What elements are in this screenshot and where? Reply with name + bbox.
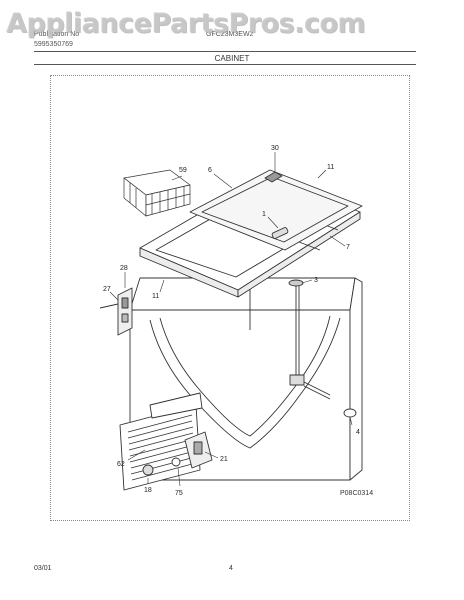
- figure-reference: P08C0314: [340, 490, 374, 497]
- callout-11-top: 11: [327, 164, 334, 171]
- callout-27: 27: [103, 286, 111, 293]
- compressor-grille: [119, 392, 203, 491]
- leader-lines: [109, 152, 353, 487]
- publication-number: 5995350769: [34, 41, 73, 48]
- header-rule-bottom: [34, 64, 416, 65]
- callout-18: 18: [144, 487, 152, 494]
- callout-62: 62: [117, 461, 125, 468]
- handle-part: [271, 227, 289, 239]
- watermark-logo: AppliancePartsPros.com: [6, 8, 366, 39]
- callout-3: 3: [314, 277, 318, 284]
- callout-7: 7: [346, 244, 350, 251]
- callout-labels: 30 6 11 59 1 7 3 11 27 28 4 62 18 75 21: [103, 145, 360, 497]
- thermostat-bracket: [99, 287, 133, 336]
- page-number: 4: [229, 565, 233, 572]
- footer-date: 03/01: [34, 565, 52, 572]
- model-number: GFC23M3EW2: [206, 31, 254, 38]
- publication-label: Publication No: [34, 31, 80, 38]
- cord-box: [184, 431, 213, 469]
- callout-28: 28: [120, 265, 128, 272]
- callout-59: 59: [179, 167, 187, 174]
- drain-assembly: [288, 279, 357, 418]
- callout-30: 30: [271, 145, 279, 152]
- diagram-frame: [50, 75, 410, 521]
- callout-75: 75: [175, 490, 183, 497]
- basket-part: [123, 169, 191, 217]
- plug-part: [171, 457, 181, 467]
- callout-21: 21: [220, 456, 228, 463]
- grommet-part: [142, 464, 154, 476]
- callout-1: 1: [262, 211, 266, 218]
- lid-gasket: [189, 169, 363, 251]
- header-rule-top: [34, 51, 416, 52]
- callout-6: 6: [208, 167, 212, 174]
- publication-info: Publication No 5995350769: [34, 30, 79, 50]
- section-title: CABINET: [214, 54, 250, 63]
- callout-4: 4: [356, 429, 360, 436]
- callout-11-left: 11: [152, 293, 159, 300]
